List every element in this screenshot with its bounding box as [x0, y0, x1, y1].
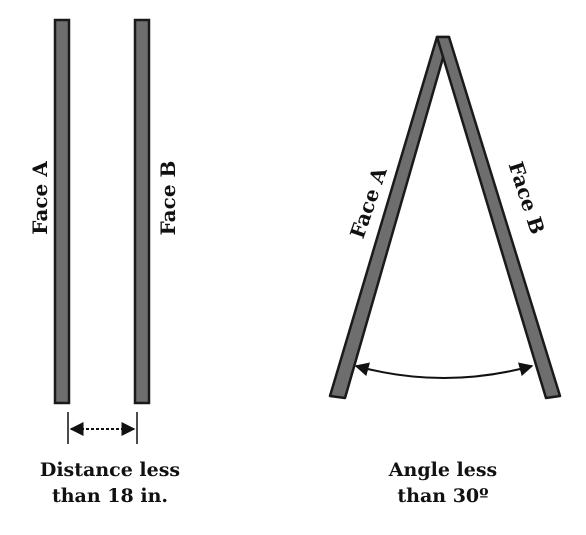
face-a-leg: [328, 35, 451, 400]
distance-caption-line1: Distance less: [39, 459, 181, 481]
angle-caption: Angle less than 30º: [343, 457, 543, 509]
distance-caption: Distance less than 18 in.: [10, 457, 210, 509]
angle-caption-line1: Angle less: [388, 459, 498, 481]
parallel-faces-diagram: Face A Face B: [28, 18, 180, 444]
angled-faces-diagram: Face A Face B: [328, 35, 562, 400]
face-a-bar: [53, 18, 71, 405]
angle-caption-line2: than 30º: [397, 485, 489, 507]
face-b-leg: [435, 35, 562, 400]
face-b-label-angled: Face B: [504, 159, 550, 238]
distance-caption-line2: than 18 in.: [51, 485, 169, 507]
angle-arc-arrow: [354, 362, 534, 379]
face-b-bar: [133, 18, 151, 405]
face-b-label-parallel: Face B: [156, 161, 180, 236]
face-a-label-parallel: Face A: [28, 161, 52, 235]
